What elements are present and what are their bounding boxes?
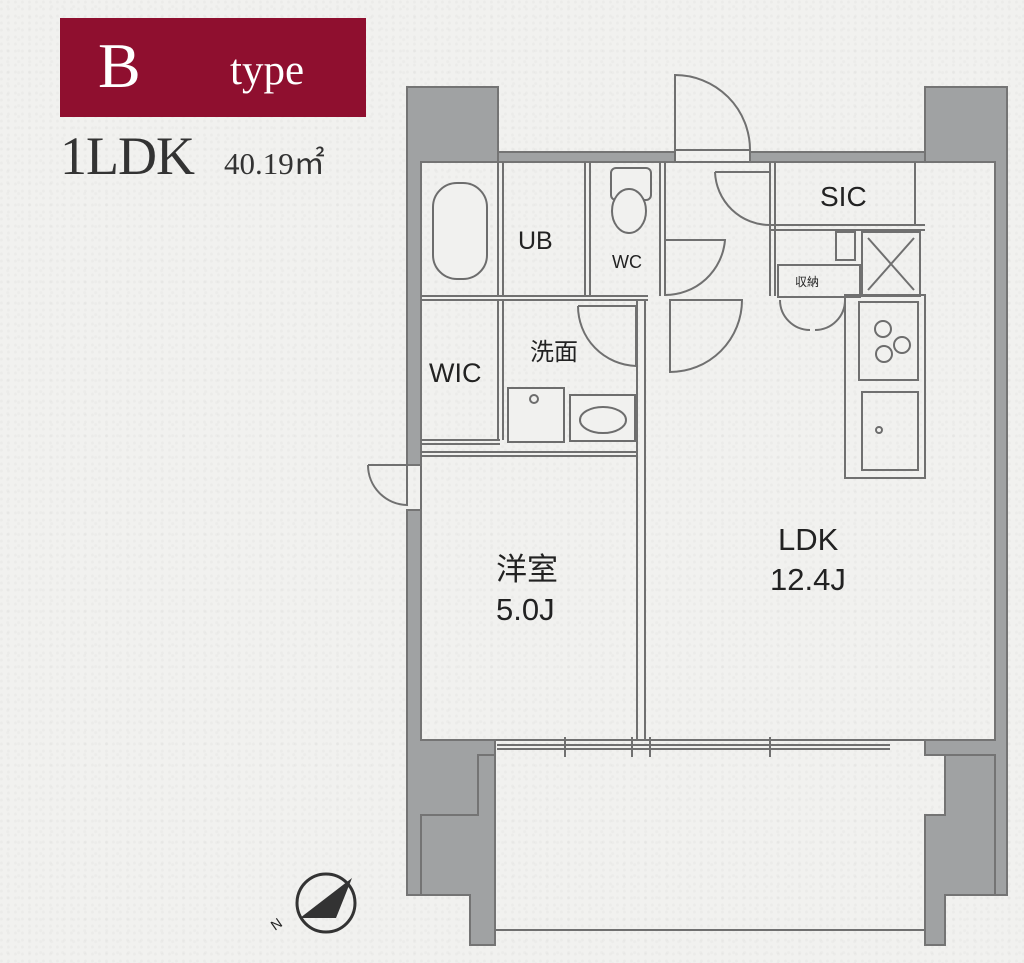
western-room-label: 洋室 — [496, 552, 558, 587]
north-compass: N — [268, 872, 357, 934]
utility-box — [835, 231, 856, 261]
storage-double-door — [779, 299, 846, 331]
top-wall-left — [497, 151, 676, 163]
wic-label: WIC — [429, 358, 481, 388]
unit-type-letter: B — [98, 30, 141, 101]
wc-hall-partition — [659, 162, 666, 296]
stove-panel — [858, 301, 919, 381]
unit-type-word: type — [230, 47, 305, 94]
drain-symbol — [529, 394, 539, 404]
stove-burner-2 — [893, 336, 911, 354]
area-label: 40.19㎡ — [223, 146, 325, 181]
storage-shelf — [777, 264, 861, 298]
wash-basin — [579, 406, 627, 434]
structural-walls — [406, 86, 1008, 946]
washroom-top-partition — [500, 295, 648, 301]
washroom-door-swing — [577, 305, 637, 368]
wc-door-swing — [664, 239, 727, 297]
closet-door-swing — [714, 171, 771, 227]
balcony-window-track — [497, 744, 890, 750]
compass-north-label: N — [268, 915, 285, 934]
bathtub — [432, 182, 488, 280]
ldk-size-label: 12.4J — [770, 562, 846, 597]
wc-label: WC — [612, 252, 642, 272]
fixtures — [432, 167, 911, 443]
floor-plan-title: 1LDK 40.19㎡ — [60, 126, 325, 186]
western-room-top-wall — [421, 451, 637, 457]
doors-and-windows — [367, 73, 890, 757]
stove-burner-3 — [875, 345, 893, 363]
ub-wc-partition — [584, 162, 591, 296]
compass-circle — [295, 872, 357, 934]
bath-partition — [497, 162, 504, 296]
top-wall-right — [749, 151, 926, 163]
ub-label: UB — [518, 227, 553, 255]
unit-type-badge: B type — [60, 18, 366, 117]
ldk-label: LDK — [778, 522, 839, 557]
sink-outline — [861, 391, 919, 471]
wic-top-partition — [421, 295, 500, 301]
room-labels: UB WC SIC WIC 洗面 収納 洋室 5.0J LDK 12.4J — [429, 181, 867, 627]
western-room-size-label: 5.0J — [496, 592, 555, 627]
compass-arrow — [300, 878, 352, 918]
washroom-label: 洗面 — [530, 339, 578, 366]
right-balcony-column — [924, 754, 996, 946]
bedroom-door-swing — [367, 464, 408, 507]
sic-bottom-partition — [770, 224, 925, 231]
refrigerator-space — [861, 231, 921, 297]
entrance-door-swing — [674, 73, 752, 162]
wic-bottom-partition — [421, 439, 500, 445]
storage-label: 収納 — [795, 275, 819, 289]
room-partitions — [421, 162, 926, 740]
layout-label: 1LDK — [60, 126, 195, 186]
left-balcony-column — [420, 754, 496, 946]
hall-door-swing — [669, 299, 744, 374]
window-mullions — [564, 737, 771, 757]
stove-burner-1 — [874, 320, 892, 338]
sic-label: SIC — [820, 181, 867, 212]
room-dividing-wall — [636, 300, 646, 740]
toilet-bowl — [611, 188, 647, 234]
wic-right-partition — [497, 300, 504, 440]
sink-drain — [875, 426, 883, 434]
